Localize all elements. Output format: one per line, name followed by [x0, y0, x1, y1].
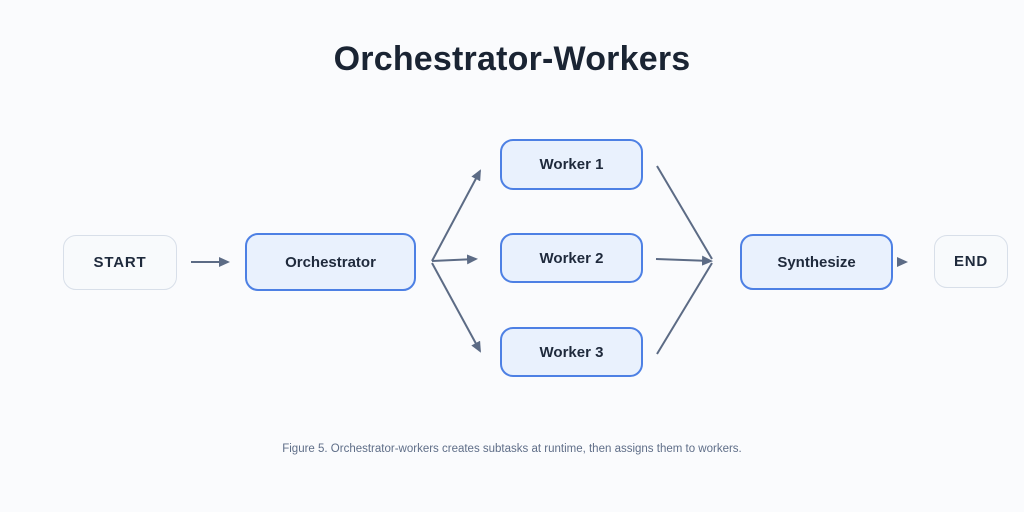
edge-orchestrator-to-worker1: [431, 169, 481, 262]
edge-worker3-to-synthesize: [656, 262, 713, 355]
node-orchestrator-label: Orchestrator: [285, 253, 376, 271]
node-start-label: START: [93, 254, 147, 271]
page-title: Orchestrator-Workers: [333, 40, 691, 78]
node-worker-2-label: Worker 2: [539, 249, 604, 267]
edge-orchestrator-to-worker2: [431, 254, 478, 265]
edge-orchestrator-to-worker3: [431, 262, 481, 353]
node-synthesize: Synthesize: [740, 234, 893, 290]
node-start: START: [63, 235, 177, 290]
node-orchestrator: Orchestrator: [245, 233, 416, 291]
node-worker-3-label: Worker 3: [539, 343, 604, 361]
figure-caption: Figure 5. Orchestrator-workers creates s…: [282, 443, 742, 455]
node-end-label: END: [953, 253, 989, 270]
edge-worker2-to-synthesize: [655, 255, 713, 266]
node-end: END: [934, 235, 1008, 288]
node-worker-1-label: Worker 1: [539, 156, 604, 173]
node-worker-3: Worker 3: [500, 327, 643, 377]
node-synthesize-label: Synthesize: [777, 253, 856, 271]
node-worker-2: Worker 2: [500, 233, 643, 283]
node-worker-1: Worker 1: [500, 139, 643, 190]
edge-worker1-to-synthesize: [656, 165, 713, 260]
